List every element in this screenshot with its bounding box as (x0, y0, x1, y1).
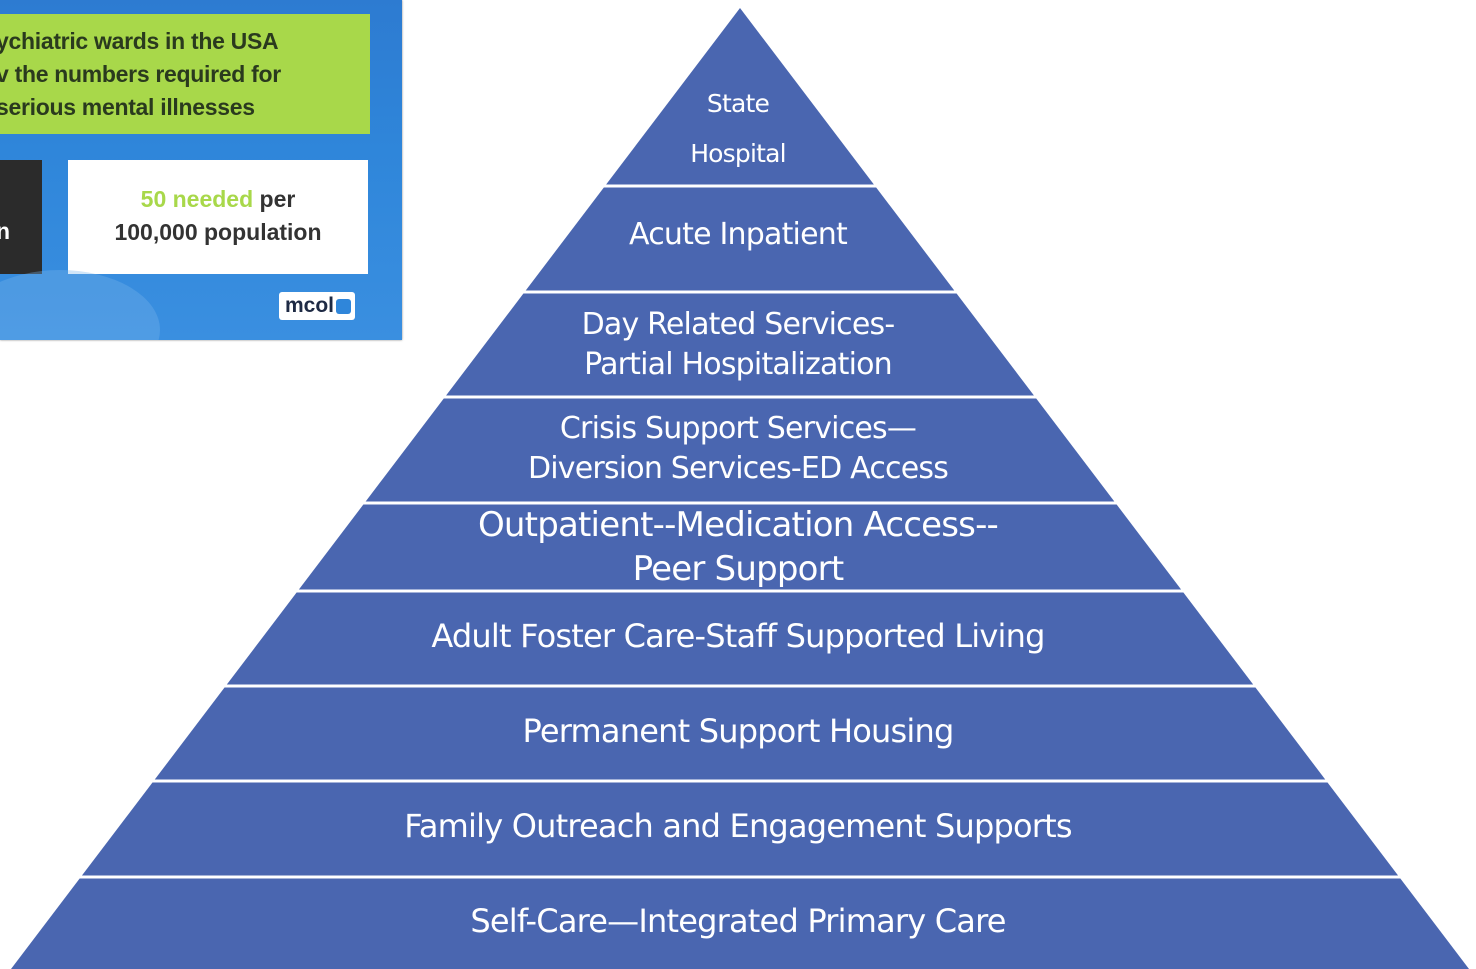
needed-stat-line-2: 100,000 population (114, 219, 322, 245)
dark-stat-box (0, 160, 42, 274)
decorative-swirl (0, 270, 160, 340)
tier-2-line-1: Acute Inpatient (629, 217, 848, 252)
tier-5-line-2: Peer Support (632, 549, 845, 589)
pyramid-dividers (78, 184, 1402, 879)
needed-stat-line-1: 50 needed per (68, 186, 368, 213)
tier-label-day-related-services: Day Related Services- Partial Hospitaliz… (388, 305, 1088, 385)
pyramid-tier-5 (297, 503, 1183, 591)
pyramid-tiers (11, 8, 1469, 969)
headline-band (0, 14, 370, 134)
pyramid-tier-3 (444, 292, 1036, 397)
tier-3-line-1: Day Related Services- (581, 307, 896, 342)
tier-4-line-1: Crisis Support Services— (559, 411, 917, 446)
headline-line-3: serious mental illnesses (0, 94, 255, 120)
tier-label-family-outreach: Family Outreach and Engagement Supports (388, 808, 1088, 845)
tier-3-line-2: Partial Hospitalization (584, 347, 893, 382)
mcol-logo-text: mcol (285, 294, 335, 317)
tier-6-line-1: Adult Foster Care-Staff Supported Living (431, 617, 1045, 655)
pyramid-tier-4 (364, 397, 1116, 503)
needed-per: per (253, 186, 296, 212)
tier-label-permanent-support-housing: Permanent Support Housing (388, 713, 1088, 750)
inset-infographic-image: ychiatric wards in the USA v the numbers… (0, 0, 402, 340)
pyramid-tier-7 (153, 686, 1327, 781)
needed-stat-box (68, 160, 368, 274)
tier-label-acute-inpatient: Acute Inpatient (388, 217, 1088, 253)
tier-label-adult-foster-care: Adult Foster Care-Staff Supported Living (388, 618, 1088, 655)
headline-line-1: ychiatric wards in the USA (0, 28, 279, 54)
tier-4-line-2: Diversion Services-ED Access (527, 451, 949, 486)
tier-label-state-hospital: State Hospital (388, 79, 1088, 179)
tier-label-crisis-support: Crisis Support Services— Diversion Servi… (388, 409, 1088, 489)
pyramid-tier-9 (11, 877, 1469, 969)
tier-1-line-1: State (706, 89, 770, 118)
logo-square-icon (336, 298, 352, 314)
mcol-logo: mcol (279, 292, 356, 320)
tier-1-line-2: Hospital (690, 139, 786, 168)
dark-stat-box-text: n (0, 218, 11, 244)
tier-5-line-1: Outpatient--Medication Access-- (477, 505, 999, 545)
tier-7-line-1: Permanent Support Housing (522, 712, 955, 750)
pyramid-tier-8 (80, 781, 1400, 877)
pyramid-tier-6 (225, 591, 1255, 686)
tier-label-self-care: Self-Care—Integrated Primary Care (388, 903, 1088, 940)
tier-label-outpatient: Outpatient--Medication Access-- Peer Sup… (388, 503, 1088, 591)
pyramid-tier-2 (524, 186, 956, 292)
pyramid-tier-1 (604, 8, 876, 186)
tier-9-line-1: Self-Care—Integrated Primary Care (470, 902, 1006, 940)
needed-highlight: 50 needed (140, 186, 254, 212)
headline-line-2: v the numbers required for (0, 61, 281, 87)
tier-8-line-1: Family Outreach and Engagement Supports (404, 807, 1072, 845)
